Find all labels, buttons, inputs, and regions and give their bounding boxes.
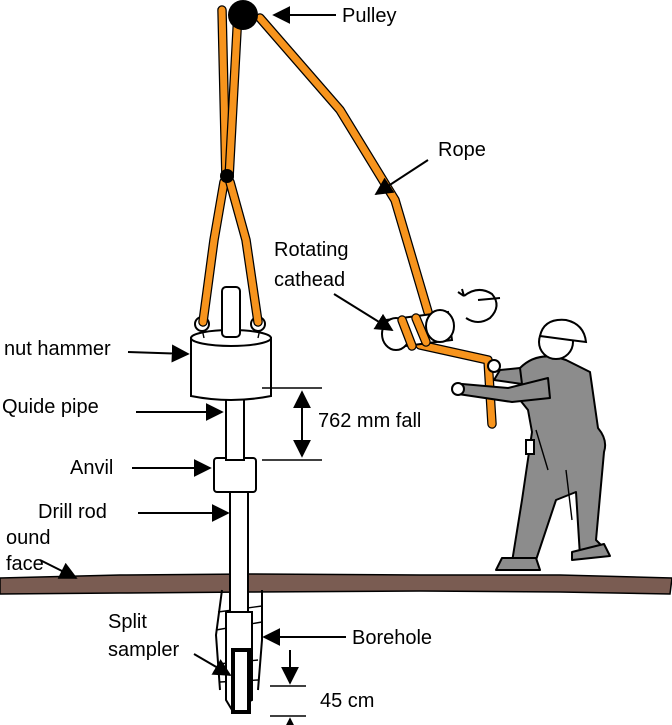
ground-label-line2: face [6, 553, 44, 575]
fall-dimension [262, 387, 322, 461]
rope [198, 5, 497, 429]
sampler-label-line1: Split [108, 611, 147, 633]
ground-surface [0, 573, 672, 595]
drill-rod-label: Drill rod [38, 501, 107, 523]
rope-label: Rope [438, 139, 486, 161]
cathead-label-line2: cathead [274, 269, 345, 291]
pulley [228, 0, 258, 30]
sampler-leader [193, 653, 232, 676]
donut-hammer [190, 286, 272, 401]
drill-rod [229, 491, 249, 617]
fall-label: 762 mm fall [318, 410, 421, 432]
rotation-arrow-icon [457, 288, 501, 323]
penetration-label: 45 cm [320, 690, 374, 712]
hammer-label: nut hammer [4, 338, 111, 360]
cathead-leader [333, 293, 394, 331]
leader-arrows [39, 6, 429, 676]
hammer-leader [127, 344, 190, 363]
rope-knot [220, 169, 234, 183]
worker [451, 318, 611, 571]
penetration-dimension [270, 650, 306, 725]
anvil-label: Anvil [70, 457, 113, 479]
cathead-label-line1: Rotating [274, 239, 349, 261]
split-sampler [225, 611, 253, 714]
pulley-label: Pulley [342, 5, 396, 27]
guide-pipe-label: Quide pipe [2, 396, 99, 418]
anvil [213, 457, 257, 493]
ground-leader [39, 559, 78, 579]
ground-label-line1: ound [6, 527, 51, 549]
borehole-label: Borehole [352, 627, 432, 649]
sampler-label-line2: sampler [108, 639, 179, 661]
rope-leader [374, 159, 429, 195]
rotating-cathead [381, 309, 455, 351]
